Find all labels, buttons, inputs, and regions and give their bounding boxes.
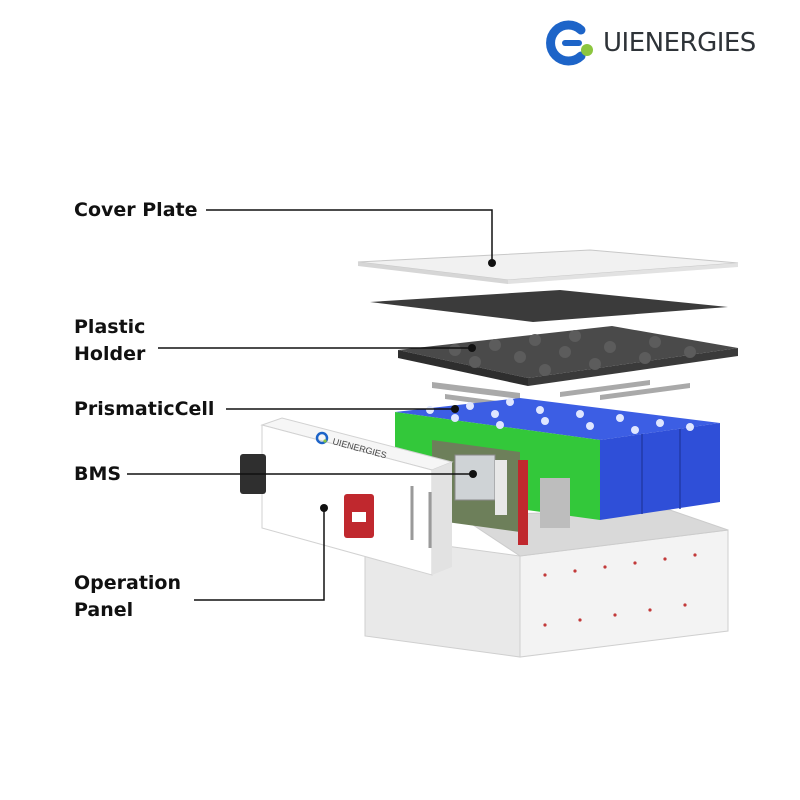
insulation-sheet-part bbox=[370, 290, 728, 322]
label-operation-panel-line1: Operation bbox=[74, 572, 182, 594]
bus-bars-part bbox=[432, 380, 690, 409]
leader-lines bbox=[127, 209, 493, 601]
cover-plate-part bbox=[357, 249, 739, 284]
leader-dots bbox=[320, 259, 496, 512]
bms-part bbox=[432, 440, 570, 545]
label-plastic-holder-line2: Holder bbox=[74, 343, 146, 365]
label-operation-panel-line2: Panel bbox=[74, 599, 134, 621]
brand-logo-icon bbox=[546, 20, 593, 66]
label-cover-plate: Cover Plate bbox=[74, 199, 198, 221]
brand-name: UIENERGIES bbox=[603, 28, 756, 58]
plastic-holder-part bbox=[398, 326, 738, 386]
label-prismatic-cell: PrismaticCell bbox=[74, 398, 215, 420]
label-plastic-holder-line1: Plastic bbox=[74, 316, 146, 338]
label-bms: BMS bbox=[74, 463, 122, 485]
operation-panel-part: UIENERGIES bbox=[240, 417, 454, 576]
